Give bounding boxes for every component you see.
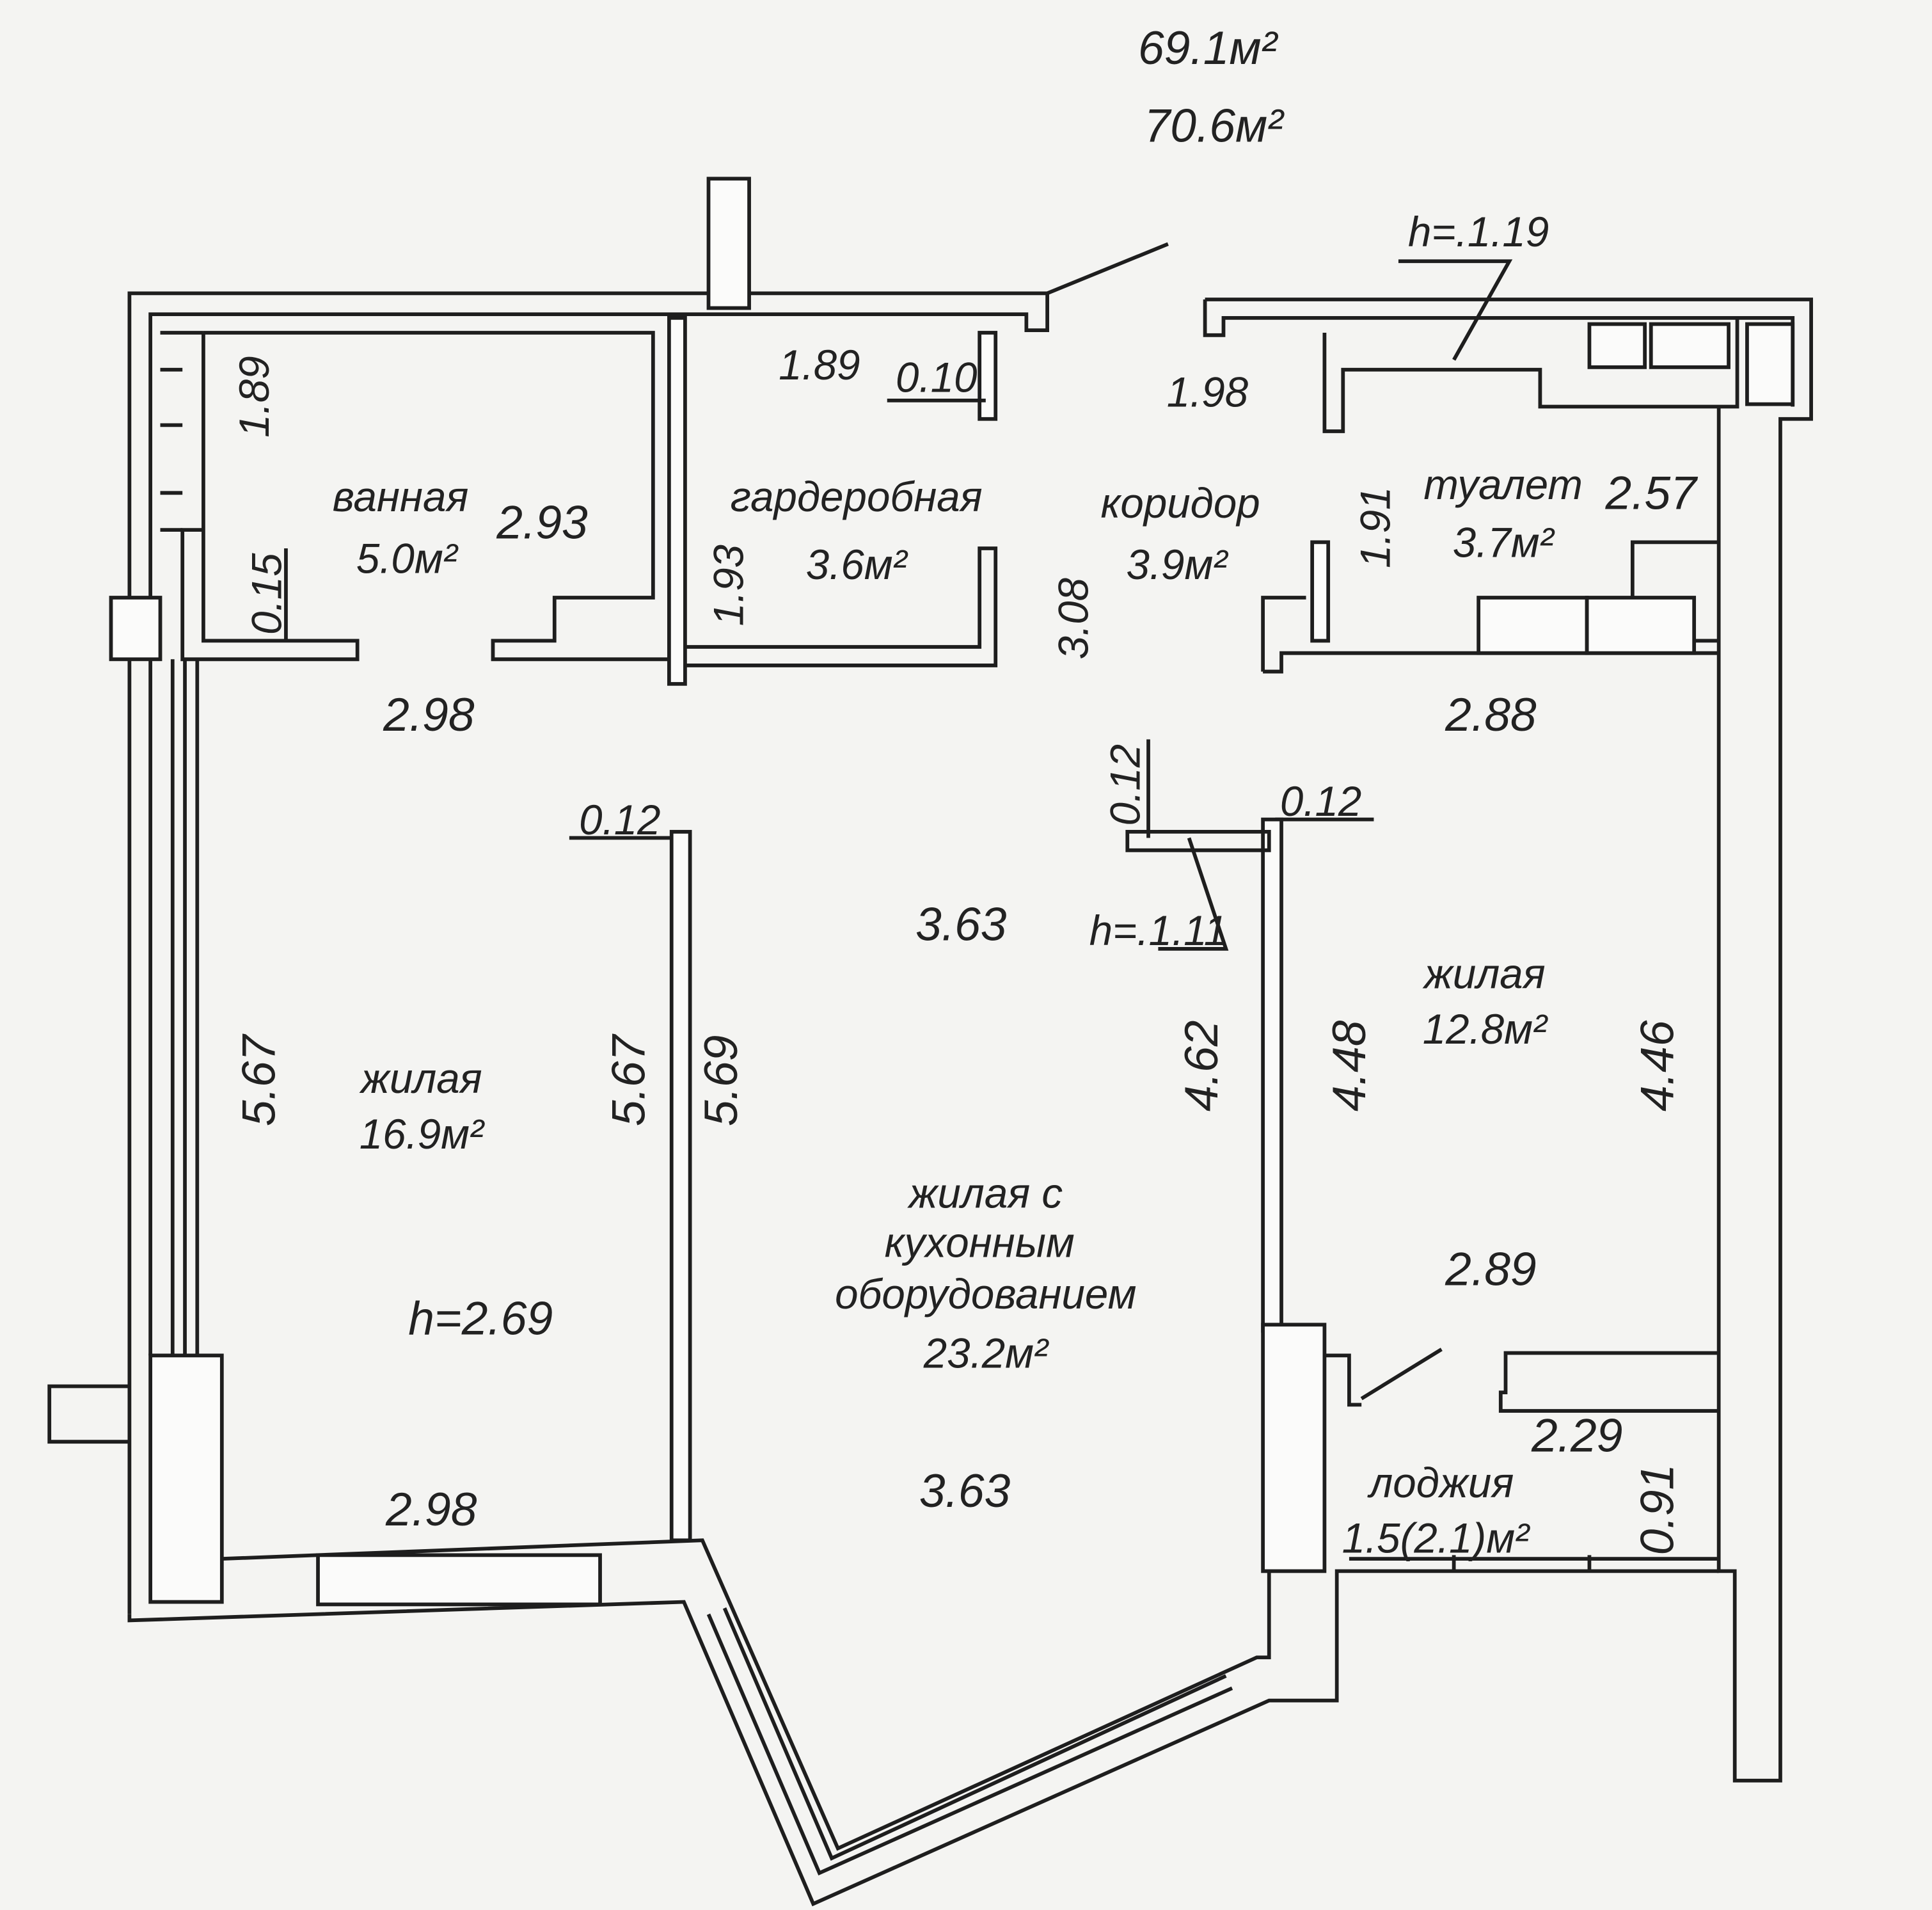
toilet-box-3 (1745, 322, 1795, 406)
outer-wall-bottom (127, 1538, 1719, 1907)
left-wall-window (170, 659, 200, 1356)
partition-kitchen-right (1261, 817, 1283, 1333)
dim-kitchen-right: 4.62 (1175, 1021, 1228, 1111)
dim-wall-mid: 0.12 (1102, 744, 1149, 825)
shaft (706, 177, 751, 310)
height-middle: h=.1.11 (1089, 907, 1227, 954)
room-corridor-name: коридор (1101, 480, 1260, 527)
bay-window (706, 1607, 1233, 1876)
toilet-stub (1310, 540, 1331, 643)
room-corridor-area: 3.9м² (1126, 541, 1228, 588)
total-area-2: 70.6м² (1144, 99, 1285, 152)
room-loggia-area: 1.5(2.1)м² (1342, 1515, 1531, 1562)
dim-right-room-right: 4.46 (1631, 1020, 1683, 1111)
dim-right-room-top: 2.88 (1445, 688, 1537, 741)
dim-wardrobe-top: 1.89 (779, 342, 860, 388)
dim-right-room-bottom: 2.89 (1445, 1243, 1536, 1296)
height-ceiling: h=2.69 (408, 1293, 553, 1345)
toilet-fixture-2 (1585, 596, 1697, 655)
room-living-right-area: 12.8м² (1423, 1006, 1548, 1053)
left-stub (47, 1384, 130, 1444)
toilet-fixture-1 (1477, 596, 1589, 655)
outer-wall-left-top (127, 291, 1049, 1614)
dim-kitchen-left: 5.69 (695, 1035, 747, 1126)
dim-wardrobe-wall: 0.10 (896, 354, 977, 401)
wardrobe-walls (685, 546, 998, 667)
dim-left-room-bottom: 2.98 (385, 1483, 477, 1536)
dim-right-room-left: 4.48 (1323, 1020, 1375, 1111)
loggia-wall (1498, 1351, 1719, 1413)
room-kitchen-line2: кухонным (885, 1219, 1075, 1266)
dim-bath-stub: 0.15 (243, 553, 290, 635)
dim-corridor-top: 1.98 (1167, 369, 1249, 416)
room-living-left-area: 16.9м² (360, 1111, 485, 1158)
room-bathroom-area: 5.0м² (356, 535, 459, 582)
room-wardrobe-name: гардеробная (731, 474, 983, 520)
room-toilet-name: туалет (1423, 461, 1583, 508)
bath-walls (180, 331, 669, 662)
leader-loggia (1360, 1348, 1443, 1401)
room-wardrobe-area: 3.6м² (806, 541, 908, 588)
room-living-left-name: жилая (359, 1055, 482, 1102)
leader-total (1047, 242, 1169, 296)
dim-loggia-depth: 0.91 (1631, 1464, 1683, 1555)
loggia-rail (1349, 1555, 1719, 1572)
dim-toilet-width: 2.57 (1605, 466, 1698, 519)
toilet-bottom-walls (1261, 540, 1719, 674)
room-bathroom-name: ванная (333, 474, 469, 520)
dim-loggia-width: 2.29 (1531, 1410, 1622, 1462)
room-living-right-name: жилая (1422, 950, 1546, 997)
room-toilet-area: 3.7м² (1453, 519, 1555, 566)
dim-bath-width: 2.93 (496, 497, 588, 549)
total-area-1: 69.1м² (1138, 22, 1279, 74)
bottom-window (316, 1553, 602, 1607)
left-pillar (148, 1353, 224, 1604)
leader-lines (284, 242, 1513, 1401)
dim-left-room-top: 2.98 (383, 688, 475, 741)
toilet-top-walls (1322, 317, 1739, 433)
partition-left-kitchen (669, 830, 692, 1543)
dim-wall-left: 0.12 (579, 797, 660, 843)
room-kitchen-area: 23.2м² (923, 1330, 1049, 1377)
dim-wall-right: 0.12 (1280, 778, 1361, 825)
room-loggia-name: лоджия (1366, 1460, 1514, 1506)
walls (47, 177, 1813, 1907)
partition-bath-wardrobe (667, 315, 687, 686)
toilet-box-2 (1649, 322, 1730, 369)
room-kitchen-line1: жилая с (907, 1170, 1063, 1216)
dim-bath-height: 1.89 (231, 356, 278, 437)
corridor-stub (1125, 830, 1271, 852)
dim-kitchen-top: 3.63 (915, 898, 1007, 950)
dim-wardrobe-side: 1.93 (705, 545, 752, 626)
dim-left-room-side-b: 5.67 (602, 1033, 654, 1126)
dim-toilet-side: 1.91 (1352, 487, 1398, 568)
right-pillar (1261, 1323, 1327, 1573)
bath-fixture-lines (160, 331, 203, 532)
left-window-stub (109, 596, 162, 662)
right-pillar-stub (1324, 1353, 1362, 1407)
dim-left-room-side-a: 5.67 (233, 1033, 285, 1126)
leader-h-top (1398, 259, 1513, 361)
labels: 69.1м² 70.6м² h=.1.19 1.89 ванная 5.0м² … (231, 22, 1698, 1561)
leader-h-mid (1158, 837, 1229, 951)
wardrobe-wall-stub (978, 331, 998, 421)
height-top: h=.1.19 (1408, 209, 1549, 255)
toilet-box-1 (1587, 322, 1647, 369)
dim-corridor-side: 3.08 (1050, 577, 1097, 659)
room-kitchen-line3: оборудованием (835, 1271, 1136, 1317)
dim-kitchen-bottom: 3.63 (919, 1465, 1011, 1517)
